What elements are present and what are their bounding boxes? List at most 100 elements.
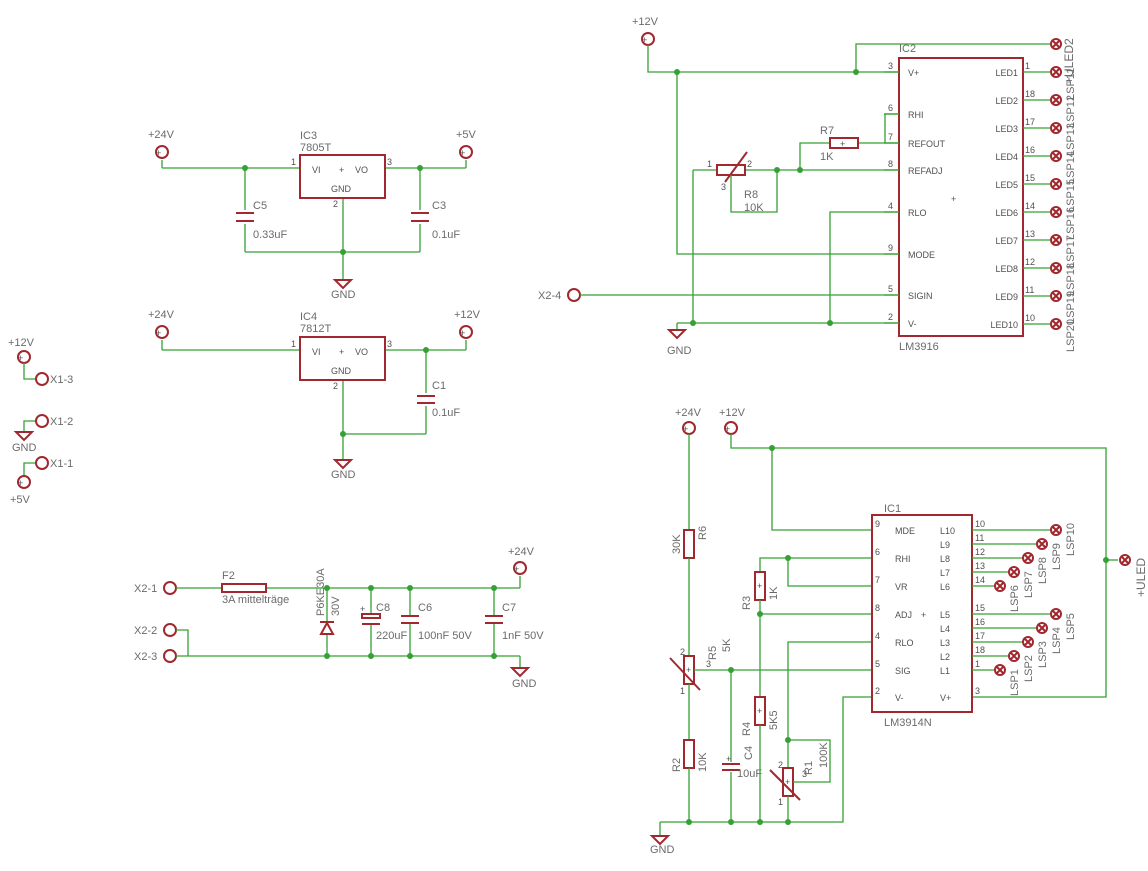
ic2-value: LM3916 [899,341,939,353]
svg-text:+: + [840,139,845,149]
r4-name: R4 [741,722,753,736]
x2-2-pad [163,623,177,637]
x2-4-pad [567,288,581,302]
ic1-output-name: L3 [940,638,950,648]
gnd-symbol [332,459,354,470]
c3-value: 0.1uF [432,229,460,241]
ic1-output-num: 11 [975,533,984,543]
ic2-pin-name: REFOUT [908,139,946,149]
ic2-pin-num: 7 [888,132,893,142]
ic2-lsp-label: LSP14 [1065,151,1077,184]
ic2-lsp-label: LSP20 [1065,319,1077,352]
x2-1-pad [163,581,177,595]
c8-name: C8 [376,602,390,614]
ic2-pin-num: 2 [888,312,893,322]
svg-text:+: + [460,148,465,158]
ic2-lsp-label: LSP17 [1065,235,1077,268]
c8-value: 220uF [376,630,407,642]
input-output-supply: +24V [508,546,535,558]
ic3-pin-out: 3 [387,157,392,167]
r1-pin-1: 1 [778,797,783,807]
ic1-output-name: L9 [940,540,950,550]
ic3-output-supply: +5V [456,129,477,141]
ic1-output-name: L1 [940,666,950,676]
ic2-output-name: LED3 [995,124,1018,134]
ic1-pin-name: VR [895,582,908,592]
ic1-output-num: 13 [975,561,985,571]
ic2-pin-name: MODE [908,250,935,260]
r6-value: 30K [671,534,683,554]
lsp-marker [1050,178,1062,190]
lsp-marker [1050,150,1062,162]
svg-text:+: + [686,665,691,675]
r5-pin-3: 3 [706,659,711,669]
ic1-output-name: L6 [940,582,950,592]
ic1-output-num: 14 [975,575,985,585]
svg-text:+: + [18,478,23,488]
ic2-pin-name: RLO [908,208,927,218]
ic1-output-num: 12 [975,547,985,557]
c1-name: C1 [432,380,446,392]
ic1-pin-num: 7 [875,575,880,585]
regulator-7812-section: IC4 7812T VI VO GND + 1 3 2 C1 0.1uF + +… [148,309,481,481]
r1-pin-3: 3 [802,769,807,779]
ic1-lsp-label: LSP3 [1037,641,1049,668]
ic2-pin-name: RHI [908,110,924,120]
x1-1-label: X1-1 [50,458,73,470]
svg-text:+: + [514,564,519,574]
ic3-pin-gnd: 2 [333,199,338,209]
r8-name: R8 [744,189,758,201]
lsp-marker [1008,566,1020,578]
r2-resistor [683,739,695,769]
ic1-output-num: 17 [975,631,985,641]
r3-name: R3 [741,596,753,610]
lsp-marker [1050,94,1062,106]
ic4-plus: + [339,347,344,357]
x1-2-pad [35,414,49,428]
ic3-vi-label: VI [312,165,321,175]
ic2-pin-name: V+ [908,68,919,78]
c1-value: 0.1uF [432,407,460,419]
c7-value: 1nF 50V [502,630,544,642]
ic2-output-num: 17 [1025,117,1035,127]
svg-text:+: + [921,610,926,620]
ic1-lsp-label: LSP1 [1009,669,1021,696]
c6-name: C6 [418,602,432,614]
tvs-name: P6KE30A [315,568,327,616]
ic1-pin-name: RHI [895,554,911,564]
ic4-vo-label: VO [355,347,368,357]
ic2-pin-num: 8 [888,159,893,169]
lsp-marker [1022,636,1034,648]
ic4-value: 7812T [300,323,331,335]
ic1-pin-num: 6 [875,547,880,557]
ic2-gnd: GND [667,345,692,357]
uled-label: +ULED [1134,558,1148,597]
ic3-name: IC3 [300,130,317,142]
ic2-lsp-label: LSP11 [1065,68,1077,100]
input-gnd: GND [512,678,537,690]
ic1-output-name: L10 [940,526,955,536]
lm3914-section: + +24V + +12V 30K R6 + 2 1 3 R5 5K R2 10… [649,407,1118,856]
ic2-output-name: LED10 [990,320,1018,330]
ic1-output-name: L4 [940,624,950,634]
ic4-gnd-label: GND [331,366,352,376]
r8-value: 10K [744,202,764,214]
ic1-pin-name: RLO [895,638,914,648]
ic1-pin-num: 4 [875,631,880,641]
ic4-gnd: GND [331,469,356,481]
ic1-output-num: 16 [975,617,985,627]
ic3-pin-in: 1 [291,157,296,167]
ic1-pin-num: 2 [875,686,880,696]
